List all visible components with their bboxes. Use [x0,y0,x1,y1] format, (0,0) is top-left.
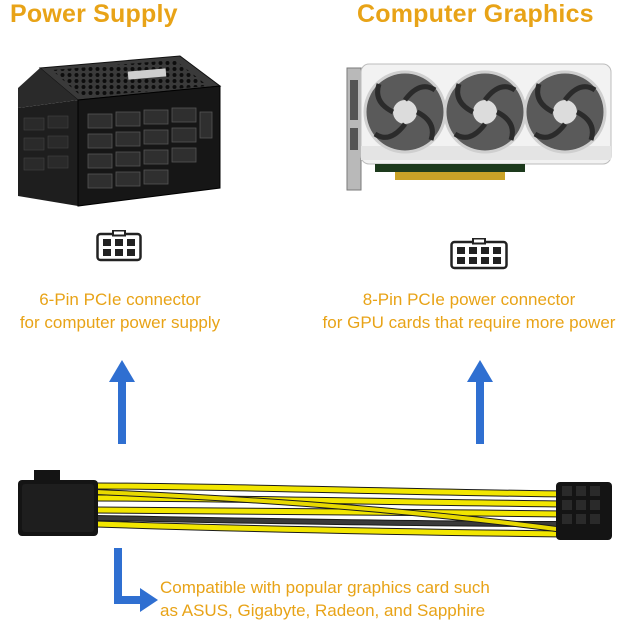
compatibility-note-line1: Compatible with popular graphics card su… [160,578,490,597]
graphics-card-image [345,60,615,195]
six-pin-caption-line2: for computer power supply [19,313,221,332]
eight-pin-caption: 8-Pin PCIe power connector for GPU cards… [299,288,639,334]
six-pin-connector-icon [96,230,142,262]
eight-pin-connector-icon [450,238,508,270]
six-pin-caption-line1: 6-Pin PCIe connector [39,290,201,309]
compatibility-note-line2: as ASUS, Gigabyte, Radeon, and Sapphire [160,601,486,620]
arrow-up-left-icon [109,360,135,444]
eight-pin-caption-line1: 8-Pin PCIe power connector [362,290,576,309]
pcie-adapter-cable-image [16,468,616,548]
eight-pin-caption-line2: for GPU cards that require more power [322,313,616,332]
computer-graphics-heading: Computer Graphics [357,0,594,28]
power-supply-heading: Power Supply [10,0,178,28]
elbow-arrow-icon [112,548,158,612]
six-pin-caption: 6-Pin PCIe connector for computer power … [0,288,240,334]
power-supply-image [10,48,225,208]
compatibility-note: Compatible with popular graphics card su… [160,576,490,622]
arrow-up-right-icon [467,360,493,444]
